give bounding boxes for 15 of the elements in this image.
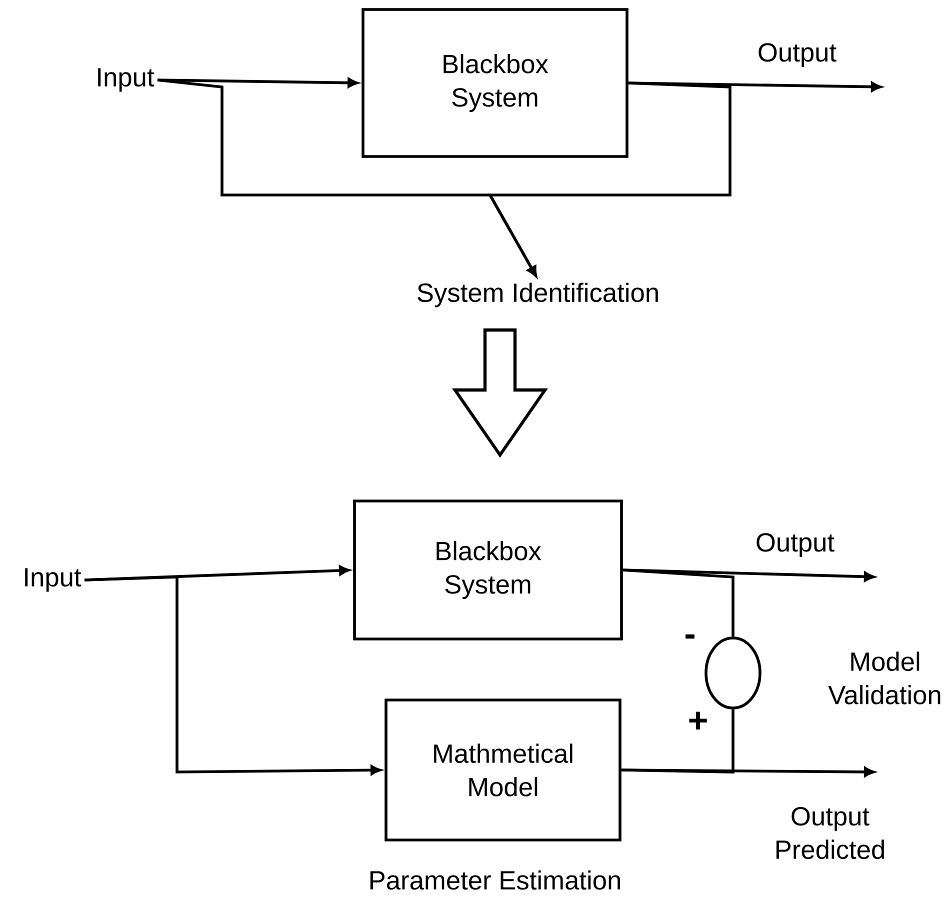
edge-label: Output Predicted <box>776 806 884 860</box>
edge-label: Output <box>758 43 836 67</box>
plus-sign: + <box>689 712 707 730</box>
input-label: Input <box>98 68 154 92</box>
arrow <box>488 82 732 277</box>
caption-text: Parameter Estimation <box>370 870 620 890</box>
process-box: Blackbox System <box>353 500 623 640</box>
input-label: Input <box>25 568 82 592</box>
minus-sign: - <box>686 634 694 639</box>
edge-label: Output <box>756 533 834 557</box>
process-box: Blackbox System <box>362 8 628 158</box>
caption-text: Model Validation <box>828 652 940 704</box>
comparator-ellipse <box>704 636 762 710</box>
process-label: System Identification <box>418 282 658 308</box>
process-box: Mathmetical Model <box>384 698 622 842</box>
